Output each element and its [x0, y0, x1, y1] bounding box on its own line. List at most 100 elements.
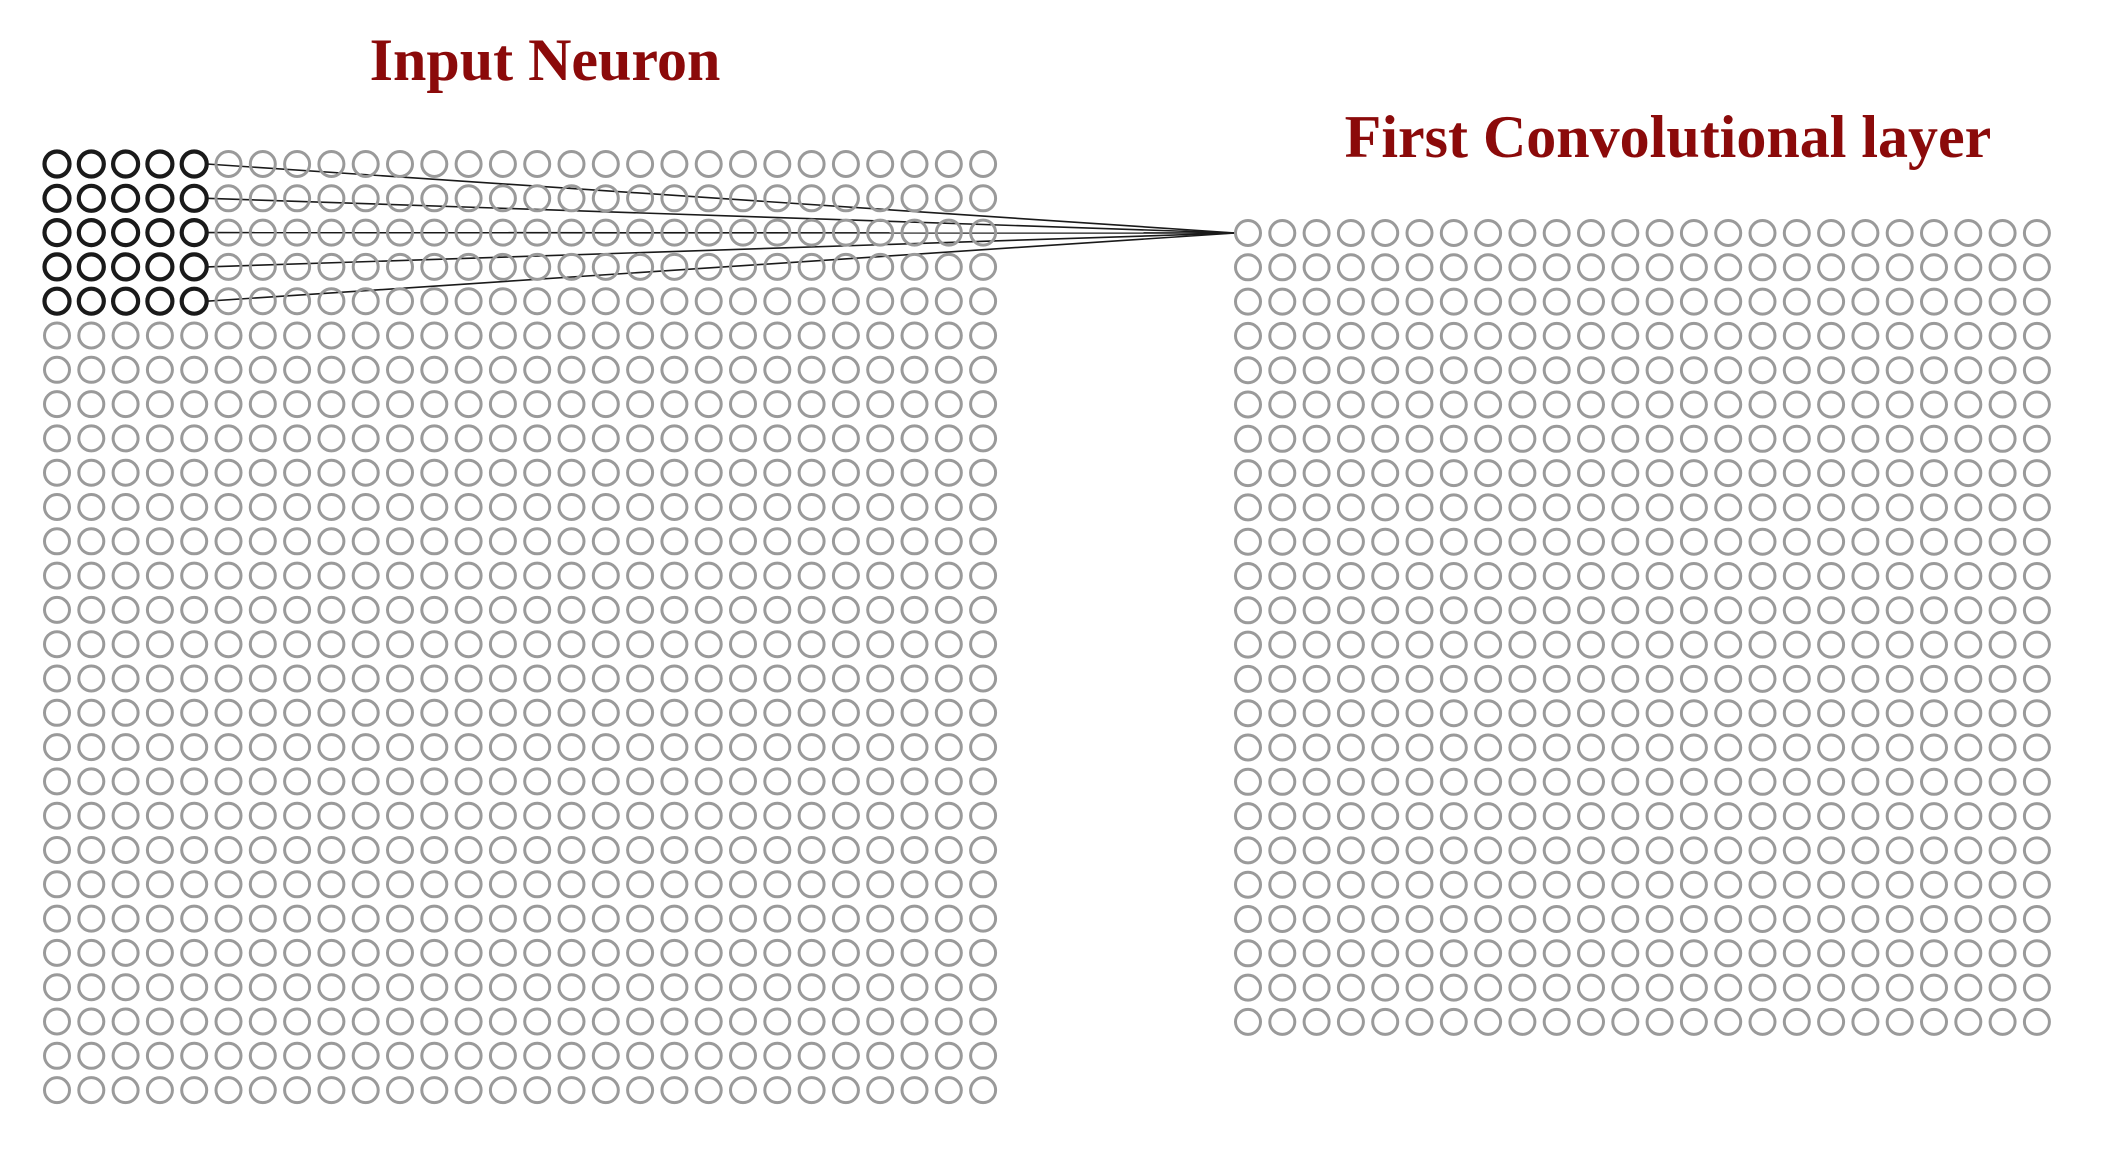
- input-neuron: [694, 904, 723, 933]
- conv-neuron: [1954, 321, 1983, 350]
- conv-neuron: [1988, 870, 2017, 899]
- conv-neuron: [1577, 562, 1605, 590]
- conv-neuron: [1988, 973, 2017, 1002]
- input-neuron: [797, 493, 826, 521]
- input-neuron: [283, 1076, 312, 1105]
- conv-neuron: [1714, 1007, 1743, 1036]
- input-neuron: [386, 218, 414, 247]
- input-neuron: [831, 458, 860, 487]
- input-neuron: [831, 493, 860, 521]
- conv-neuron: [1782, 870, 1811, 899]
- conv-neuron: [1988, 527, 2017, 556]
- input-neuron: [729, 1007, 757, 1036]
- input-neuron: [591, 904, 620, 933]
- input-neuron: [797, 973, 826, 1002]
- input-neuron: [248, 904, 277, 933]
- conv-neuron: [1714, 767, 1743, 796]
- input-neuron: [969, 527, 998, 556]
- conv-neuron: [1714, 733, 1743, 762]
- conv-neuron: [1817, 939, 1846, 968]
- conv-neuron: [1234, 630, 1262, 659]
- conv-neuron: [1817, 905, 1846, 933]
- input-neuron: [660, 698, 689, 727]
- conv-neuron: [1336, 973, 1365, 1002]
- conv-neuron: [1577, 253, 1605, 282]
- input-neuron: [180, 630, 209, 659]
- conv-neuron: [1714, 493, 1743, 522]
- input-neuron: [591, 150, 620, 178]
- conv-neuron: [1302, 424, 1331, 453]
- input-neuron: [77, 355, 106, 384]
- conv-neuron: [1405, 973, 1434, 1002]
- conv-neuron: [1645, 253, 1674, 282]
- conv-neuron: [1474, 562, 1503, 590]
- input-neuron: [763, 184, 792, 213]
- conv-neuron: [1679, 562, 1708, 590]
- conv-neuron: [1920, 321, 1948, 350]
- input-neuron: [111, 527, 140, 556]
- conv-neuron: [1782, 802, 1811, 831]
- conv-neuron: [1851, 356, 1880, 385]
- input-neuron: [866, 1076, 895, 1105]
- input-neuron: [317, 938, 346, 967]
- input-neuron: [729, 595, 757, 624]
- input-neuron: [591, 733, 620, 762]
- input-neuron: [283, 1007, 312, 1036]
- conv-neuron: [1885, 630, 1914, 659]
- input-neuron: [969, 390, 998, 419]
- input-neuron: [283, 870, 312, 899]
- conv-neuron: [1988, 939, 2017, 968]
- conv-neuron: [1679, 836, 1708, 865]
- conv-neuron: [1885, 390, 1914, 419]
- conv-neuron: [1577, 390, 1605, 419]
- conv-neuron: [1714, 562, 1743, 590]
- input-neuron: [214, 595, 243, 624]
- input-neuron: [694, 184, 723, 213]
- input-neuron: [591, 836, 620, 864]
- input-neuron: [591, 424, 620, 453]
- input-neuron: [145, 561, 174, 590]
- input-neuron: [763, 424, 792, 453]
- input-neuron: [77, 973, 106, 1002]
- conv-neuron: [1439, 939, 1468, 968]
- input-neuron: [694, 458, 723, 487]
- input-neuron: [386, 527, 414, 556]
- input-neuron: [420, 1041, 449, 1070]
- conv-neuron: [1817, 870, 1846, 899]
- conv-neuron: [1714, 596, 1743, 625]
- input-neuron: [488, 493, 517, 521]
- input-neuron: [248, 527, 277, 556]
- input-neuron: [214, 836, 243, 864]
- input-neuron: [626, 1007, 655, 1036]
- conv-neuron: [1885, 596, 1914, 625]
- input-neuron: [145, 1007, 174, 1036]
- input-neuron: [660, 973, 689, 1002]
- input-neuron: [591, 630, 620, 659]
- input-neuron: [145, 321, 174, 350]
- input-neuron: [557, 561, 586, 590]
- conv-neuron: [1611, 287, 1640, 316]
- input-neuron: [900, 218, 929, 247]
- conv-neuron: [2022, 802, 2051, 831]
- input-neuron: [831, 150, 860, 178]
- conv-neuron: [1268, 733, 1297, 762]
- input-neuron: [523, 252, 552, 281]
- input-neuron: [866, 801, 895, 830]
- conv-neuron: [1577, 802, 1605, 831]
- input-neuron: [591, 1007, 620, 1036]
- conv-neuron: [1645, 562, 1674, 590]
- input-neuron: [454, 321, 483, 350]
- input-neuron: [43, 561, 71, 590]
- input-neuron: [729, 938, 757, 967]
- conv-neuron: [1748, 870, 1777, 899]
- conv-neuron: [1920, 527, 1948, 556]
- input-neuron: [248, 355, 277, 384]
- conv-neuron: [1954, 527, 1983, 556]
- input-neuron: [386, 973, 414, 1002]
- conv-neuron: [1611, 733, 1640, 762]
- input-neuron: [111, 595, 140, 624]
- input-neuron: [248, 150, 277, 178]
- input-neuron: [866, 870, 895, 899]
- input-neuron: [969, 561, 998, 590]
- conv-neuron: [1508, 699, 1537, 728]
